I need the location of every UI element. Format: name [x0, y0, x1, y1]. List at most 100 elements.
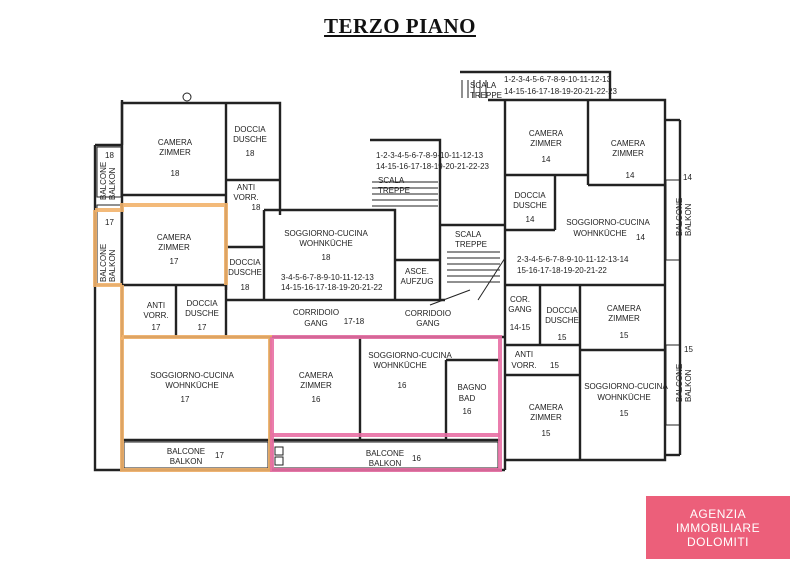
soggiorno18-n: 18	[322, 253, 331, 262]
doccia18-n: 18	[246, 149, 255, 158]
doccia17-l2: DUSCHE	[185, 309, 219, 318]
logo-line-1: AGENZIA	[689, 506, 747, 521]
camera18-n: 18	[171, 169, 180, 178]
doccia15-l1: DOCCIA	[546, 306, 578, 315]
doccia15-n: 15	[558, 333, 567, 342]
balcone17-l2: BALKON	[170, 457, 203, 466]
steps-mid-l1: 1-2-3-4-5-6-7-8-9-10-11-12-13	[376, 151, 484, 160]
corgang-l1: COR.	[510, 295, 530, 304]
soggiorno16-l2: WOHNKÜCHE	[373, 361, 426, 370]
camera16-l1: CAMERA	[299, 371, 334, 380]
scala-mid-l1: SCALA	[378, 176, 405, 185]
asce-l1: ASCE.	[405, 267, 429, 276]
logo-line-3: DOLOMITI	[686, 534, 749, 549]
walls	[93, 70, 682, 472]
doccia18b-n: 18	[241, 283, 250, 292]
antivorr17-l2: VORR.	[143, 311, 168, 320]
drain-symbol	[274, 446, 284, 456]
camera16-l2: ZIMMER	[300, 381, 332, 390]
corridoio1-l2: GANG	[304, 319, 328, 328]
scala-top-l2: TREPPE	[470, 91, 502, 100]
doccia14-l2: DUSCHE	[513, 201, 547, 210]
drain-symbol	[274, 456, 284, 466]
balcone16-l1: BALCONE	[366, 449, 404, 458]
steps18-l2: 14-15-16-17-18-19-20-21-22	[281, 283, 383, 292]
antivorr15-l2: VORR.	[511, 361, 536, 370]
soggiorno16-l1: SOGGIORNO-CUCINA	[368, 351, 452, 360]
soggiorno17-n: 17	[181, 395, 190, 404]
soggiorno14-n: 14	[636, 233, 645, 242]
camera17-l2: ZIMMER	[158, 243, 190, 252]
steps-top-l2: 14-15-16-17-18-19-20-21-22-23	[504, 87, 618, 96]
camera17-n: 17	[170, 257, 179, 266]
scala-top-l1: SCALA	[470, 81, 497, 90]
stair-treads-middle	[372, 181, 438, 207]
camera14b-l1: CAMERA	[611, 139, 646, 148]
antivorr17-n: 17	[152, 323, 161, 332]
soggiorno17-l1: SOGGIORNO-CUCINA	[150, 371, 234, 380]
steps-mid-l2: 14-15-16-17-18-19-20-21-22-23	[376, 162, 490, 171]
antivorr18-n: 18	[252, 203, 261, 212]
soggiorno15-l2: WOHNKÜCHE	[597, 393, 650, 402]
doccia17-n: 17	[198, 323, 207, 332]
bagno16-l2: BAD	[459, 394, 476, 403]
arrow-line	[477, 257, 506, 301]
corgang-n: 14-15	[510, 323, 531, 332]
scala-r-l1: SCALA	[455, 230, 482, 239]
camera14a-l2: ZIMMER	[530, 139, 562, 148]
arrow-line	[429, 289, 471, 306]
balcone16-n: 16	[412, 454, 421, 463]
camera18-l1: CAMERA	[158, 138, 193, 147]
camera14a-n: 14	[542, 155, 551, 164]
balcone18-l1: BALCONE	[99, 162, 108, 200]
page-title: TERZO PIANO	[324, 14, 476, 38]
balcone17-l1: BALCONE	[167, 447, 205, 456]
camera15b-n: 15	[542, 429, 551, 438]
camera17-l1: CAMERA	[157, 233, 192, 242]
doccia14-n: 14	[526, 215, 535, 224]
camera14b-l2: ZIMMER	[612, 149, 644, 158]
steps14-l1: 2-3-4-5-6-7-8-9-10-11-12-13-14	[517, 255, 629, 264]
camera15b-l1: CAMERA	[529, 403, 564, 412]
asce-l2: AUFZUG	[401, 277, 434, 286]
balcone14-l1: BALCONE	[675, 198, 684, 236]
camera18-l2: ZIMMER	[159, 148, 191, 157]
soggiorno18-l1: SOGGIORNO-CUCINA	[284, 229, 368, 238]
soggiorno15-l1: SOGGIORNO-CUCINA	[584, 382, 668, 391]
balcone17v-l2: BALKON	[108, 249, 117, 282]
soggiorno16-n: 16	[398, 381, 407, 390]
vent-symbol	[182, 92, 192, 102]
soggiorno15-n: 15	[620, 409, 629, 418]
balcone17v-n: 17	[105, 218, 114, 227]
doccia14-l1: DOCCIA	[514, 191, 546, 200]
balcone16-l2: BALKON	[369, 459, 402, 468]
corridoio2-l2: GANG	[416, 319, 440, 328]
camera15a-l1: CAMERA	[607, 304, 642, 313]
camera14b-n: 14	[626, 171, 635, 180]
corridoio2-l1: CORRIDOIO	[405, 309, 451, 318]
antivorr15-l1: ANTI	[515, 350, 533, 359]
agency-logo: AGENZIA IMMOBILIARE DOLOMITI	[646, 496, 790, 559]
camera15a-n: 15	[620, 331, 629, 340]
balcone14-l2: BALKON	[684, 203, 693, 236]
doccia18-l1: DOCCIA	[234, 125, 266, 134]
doccia15-l2: DUSCHE	[545, 316, 579, 325]
camera16-n: 16	[312, 395, 321, 404]
balcone15-l2: BALKON	[684, 369, 693, 402]
steps-top-l1: 1-2-3-4-5-6-7-8-9-10-11-12-13	[504, 75, 612, 84]
doccia18-l2: DUSCHE	[233, 135, 267, 144]
stair-treads-right	[447, 251, 500, 283]
doccia18b-l2: DUSCHE	[228, 268, 262, 277]
balcone15-n: 15	[684, 345, 693, 354]
antivorr17-l1: ANTI	[147, 301, 165, 310]
soggiorno17-l2: WOHNKÜCHE	[165, 381, 218, 390]
doccia18b-l1: DOCCIA	[229, 258, 261, 267]
bagno16-l1: BAGNO	[458, 383, 487, 392]
room-labels: CAMERA ZIMMER 18 DOCCIA DUSCHE 18 ANTI V…	[99, 75, 693, 468]
balcone17v-l1: BALCONE	[99, 244, 108, 282]
balcone18-n: 18	[105, 151, 114, 160]
doccia17-l1: DOCCIA	[186, 299, 218, 308]
scala-mid-l2: TREPPE	[378, 186, 410, 195]
antivorr15-n: 15	[550, 361, 559, 370]
logo-line-2: IMMOBILIARE	[675, 520, 761, 535]
